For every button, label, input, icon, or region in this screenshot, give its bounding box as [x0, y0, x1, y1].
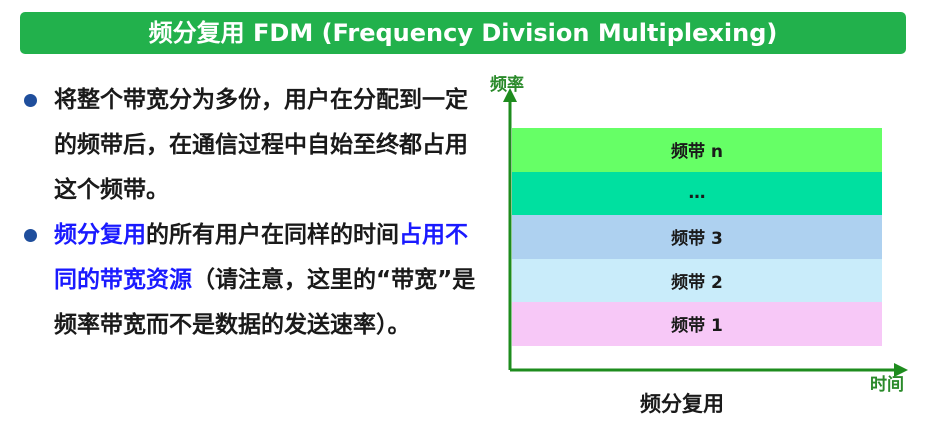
- slide-title: 频分复用 FDM (Frequency Division Multiplexin…: [20, 12, 906, 54]
- diagram-caption: 频分复用: [640, 392, 724, 416]
- x-axis-label: 时间: [870, 375, 904, 395]
- highlight-bandwidth: 占用不同的带宽资源: [54, 222, 468, 293]
- y-axis-arrow-icon: [503, 88, 517, 102]
- bullet-list: 将整个带宽分为多份，用户在分配到一定的频带后，在通信过程中自始至终都占用这个频带…: [18, 78, 478, 348]
- band-1: 频带 1: [512, 302, 882, 346]
- highlight-fdm: 频分复用: [54, 222, 146, 248]
- bullet-item-1: 将整个带宽分为多份，用户在分配到一定的频带后，在通信过程中自始至终都占用这个频带…: [18, 78, 478, 213]
- bullet-dot-icon: [24, 94, 37, 107]
- axes: [503, 88, 908, 377]
- bullet-text-2a: 的所有用户在同样的时间: [146, 222, 399, 248]
- band-2: 频带 2: [512, 258, 882, 302]
- y-axis-label: 频率: [490, 75, 524, 95]
- x-axis-arrow-icon: [894, 363, 908, 377]
- band-4: …: [512, 171, 882, 215]
- band-3: 频带 3: [512, 215, 882, 259]
- bullet-text-2b: （请注意，这里的“带宽”是频率带宽而不是数据的发送速率）。: [54, 267, 476, 338]
- bullet-text-1: 将整个带宽分为多份，用户在分配到一定的频带后，在通信过程中自始至终都占用这个频带…: [54, 87, 468, 203]
- bullet-dot-icon: [24, 229, 37, 242]
- band-5: 频带 n: [512, 128, 882, 172]
- bullet-item-2: 频分复用的所有用户在同样的时间占用不同的带宽资源（请注意，这里的“带宽”是频率带…: [18, 213, 478, 348]
